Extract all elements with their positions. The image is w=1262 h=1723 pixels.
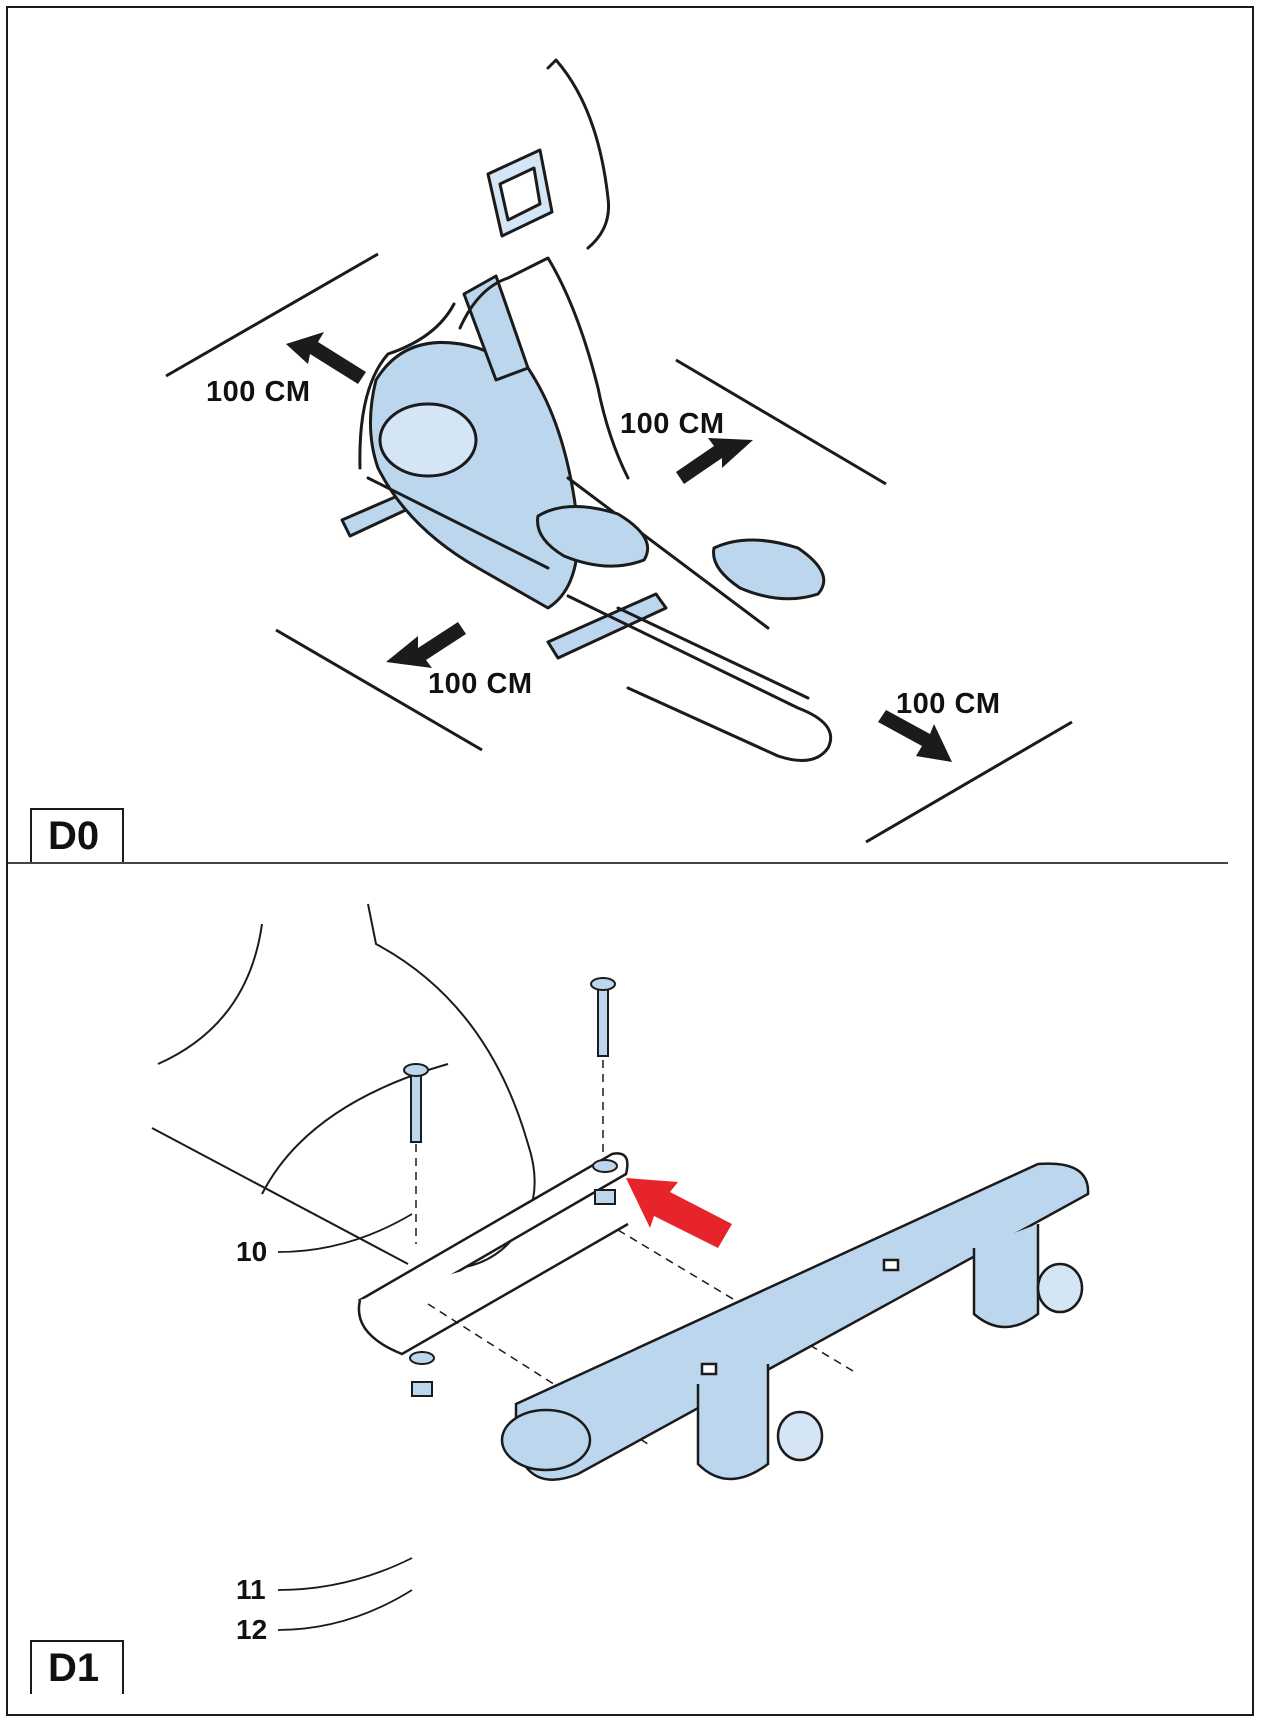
bolts — [403, 977, 616, 1143]
clearance-arrows — [286, 332, 952, 762]
body-curve-front — [367, 903, 536, 1270]
leader-11 — [277, 1557, 413, 1591]
pedal-arm-left — [366, 476, 550, 570]
mounting-bracket — [357, 1152, 629, 1356]
arm-left — [358, 302, 456, 470]
callout-leaders — [277, 1213, 413, 1631]
bolt-10-head — [403, 1063, 429, 1077]
foot-right — [972, 1224, 1040, 1329]
body-curve-outer — [157, 923, 263, 1065]
arm-right — [458, 256, 630, 480]
pedal-right — [712, 538, 826, 601]
leader-12 — [277, 1589, 413, 1631]
clearance-label-left: 100 CM — [428, 668, 533, 700]
nut-rear-icon — [594, 1189, 616, 1205]
foot-left — [696, 1364, 770, 1481]
mast — [462, 274, 530, 382]
rail-outer — [566, 594, 833, 762]
clearance-label-rear: 100 CM — [206, 376, 311, 408]
panel-divider — [8, 862, 1228, 864]
clearance-line-rear — [165, 252, 379, 378]
arrow-rear-icon — [286, 332, 366, 384]
tube-end-left — [500, 1408, 592, 1472]
clearance-lines — [165, 252, 1073, 844]
tube-hole-1 — [882, 1258, 900, 1272]
rail-inner — [616, 606, 810, 700]
body-base-edge — [151, 1127, 409, 1265]
d0-illustration — [165, 58, 1073, 844]
callout-11: 11 — [236, 1574, 266, 1605]
tube-hole-2 — [700, 1362, 718, 1376]
front-stabilizer — [546, 592, 668, 660]
arrow-right-icon — [676, 438, 753, 484]
arrow-left-icon — [386, 622, 466, 668]
panel-tag-d0: D0 — [30, 808, 124, 862]
clearance-label-front: 100 CM — [896, 688, 1001, 720]
callout-10: 10 — [236, 1236, 268, 1267]
panel-d0: 100 CM 100 CM 100 CM 100 CM D0 — [8, 8, 1252, 862]
leader-10 — [277, 1213, 413, 1253]
bolt-rear-icon — [597, 985, 609, 1057]
clearance-line-left — [275, 628, 483, 752]
front-stabilizer-tube — [500, 1162, 1090, 1481]
assembly-arrow-icon — [626, 1178, 732, 1248]
washer-11-icon — [409, 1351, 435, 1365]
pedal-arm-right — [566, 476, 770, 630]
foot-right-end — [1036, 1262, 1084, 1314]
clearance-line-front — [865, 720, 1073, 844]
panel-tag-d1: D1 — [30, 1640, 124, 1694]
bolt-10-icon — [410, 1071, 422, 1143]
console-screen — [498, 166, 542, 222]
bolt-rear-head — [590, 977, 616, 991]
body-outline — [151, 903, 536, 1270]
page-frame: 100 CM 100 CM 100 CM 100 CM D0 — [6, 6, 1254, 1716]
arrow-front-icon — [878, 710, 952, 762]
nut-12-icon — [411, 1381, 433, 1397]
handlebar-right — [546, 58, 611, 250]
foot-left-end — [776, 1410, 824, 1462]
clearance-label-right: 100 CM — [620, 408, 725, 440]
flywheel-cover — [378, 402, 478, 478]
clearance-line-right — [675, 358, 887, 486]
panel-d1: 10 11 12 D1 — [8, 864, 1252, 1714]
d1-illustration — [151, 903, 1090, 1631]
callout-12: 12 — [236, 1614, 268, 1645]
elliptical-trainer — [340, 58, 833, 762]
pedal-left — [536, 505, 650, 568]
washer-rear-icon — [592, 1159, 618, 1173]
fasteners — [409, 1159, 618, 1397]
